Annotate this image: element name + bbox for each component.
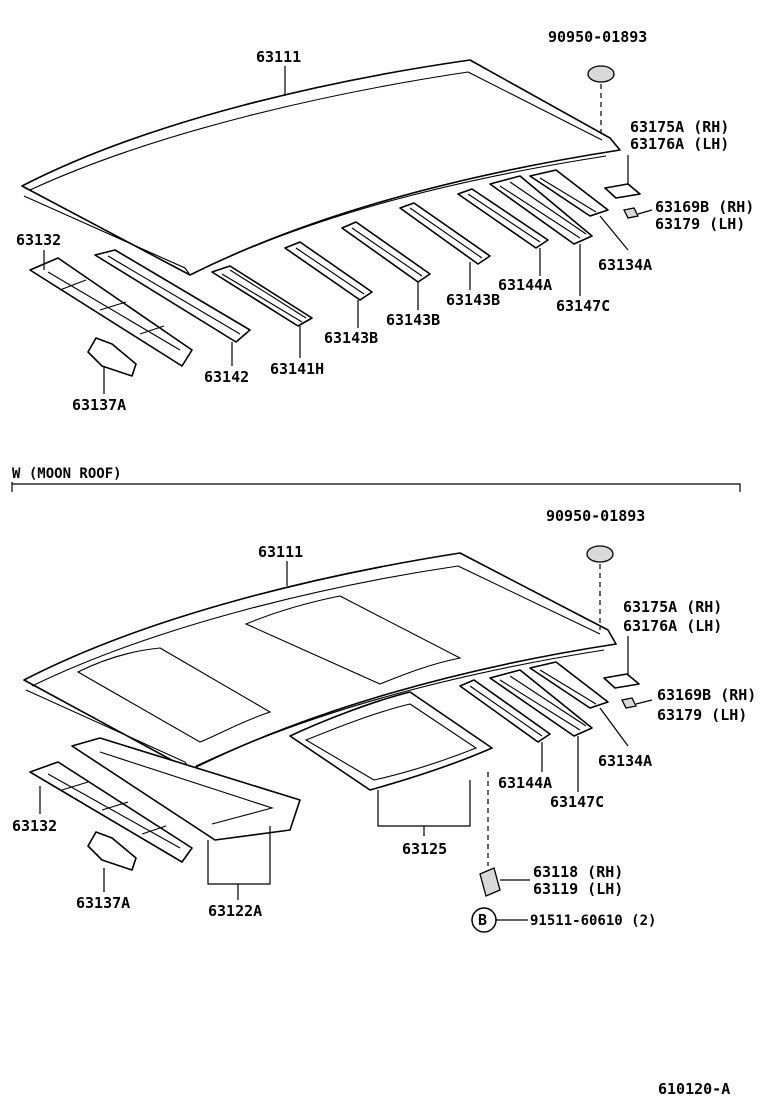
bottom-rear-rail-147 bbox=[489, 669, 593, 737]
top-front-header-panel bbox=[29, 257, 193, 367]
label-top-175: 63175A (RH) bbox=[630, 118, 729, 136]
label-top-143-b: 63143B bbox=[386, 311, 440, 329]
top-bow-143b bbox=[341, 221, 431, 283]
label-top-176: 63176A (LH) bbox=[630, 135, 729, 153]
label-top-144: 63144A bbox=[498, 276, 552, 294]
b-marker-label: B bbox=[478, 911, 487, 929]
bottom-rear-panel-134 bbox=[529, 661, 609, 709]
label-bottom-175: 63175A (RH) bbox=[623, 598, 722, 616]
top-roof-panel bbox=[21, 59, 621, 276]
top-front-rail bbox=[94, 249, 251, 343]
section-bracket bbox=[11, 482, 741, 492]
label-bottom-147: 63147C bbox=[550, 793, 604, 811]
bottom-nut-169 bbox=[621, 697, 637, 709]
label-top-134: 63134A bbox=[598, 256, 652, 274]
label-top-roof: 63111 bbox=[256, 48, 301, 66]
top-nut-169 bbox=[623, 207, 639, 219]
top-rear-panel-134 bbox=[529, 169, 609, 217]
figure-code: 610120-A bbox=[658, 1080, 730, 1098]
top-bracket-137 bbox=[87, 337, 137, 377]
section-title: W (MOON ROOF) bbox=[12, 466, 122, 482]
label-top-141: 63141H bbox=[270, 360, 324, 378]
bottom-bracket-118 bbox=[479, 772, 501, 897]
label-bolt: 91511-60610 (2) bbox=[530, 913, 656, 929]
bottom-front-header-panel bbox=[29, 761, 193, 863]
bottom-frame-122 bbox=[71, 737, 301, 841]
bottom-moonroof-opening bbox=[76, 595, 462, 743]
label-top-169: 63169B (RH) bbox=[655, 198, 754, 216]
label-bottom-137: 63137A bbox=[76, 894, 130, 912]
label-top-143-c: 63143B bbox=[446, 291, 500, 309]
top-bow-144 bbox=[457, 188, 549, 249]
label-top-142: 63142 bbox=[204, 368, 249, 386]
label-bottom-119: 63119 (LH) bbox=[533, 880, 623, 898]
top-bow-143a bbox=[284, 241, 373, 301]
label-bottom-176: 63176A (LH) bbox=[623, 617, 722, 635]
label-top-clip: 90950-01893 bbox=[548, 28, 647, 46]
top-clip bbox=[587, 65, 615, 138]
label-top-147: 63147C bbox=[556, 297, 610, 315]
bottom-bracket-137 bbox=[87, 831, 137, 871]
label-bottom-134: 63134A bbox=[598, 752, 652, 770]
label-bottom-122: 63122A bbox=[208, 902, 262, 920]
label-bottom-144: 63144A bbox=[498, 774, 552, 792]
label-bottom-roof: 63111 bbox=[258, 543, 303, 561]
top-bow-141 bbox=[211, 265, 313, 327]
label-bottom-179: 63179 (LH) bbox=[657, 706, 747, 724]
label-top-143-a: 63143B bbox=[324, 329, 378, 347]
label-bottom-125: 63125 bbox=[402, 840, 447, 858]
label-top-179: 63179 (LH) bbox=[655, 215, 745, 233]
bottom-bracket-175 bbox=[603, 673, 640, 689]
top-rear-rail-147 bbox=[489, 175, 593, 245]
bottom-clip bbox=[586, 545, 614, 630]
label-bottom-118: 63118 (RH) bbox=[533, 863, 623, 881]
label-bottom-169: 63169B (RH) bbox=[657, 686, 756, 704]
label-bottom-clip: 90950-01893 bbox=[546, 507, 645, 525]
bottom-bow-144 bbox=[459, 679, 551, 743]
label-top-132: 63132 bbox=[16, 231, 61, 249]
label-top-137: 63137A bbox=[72, 396, 126, 414]
top-bracket-175 bbox=[604, 183, 641, 199]
top-bow-143c bbox=[399, 202, 491, 265]
label-bottom-132: 63132 bbox=[12, 817, 57, 835]
bottom-frame-125 bbox=[289, 691, 493, 791]
